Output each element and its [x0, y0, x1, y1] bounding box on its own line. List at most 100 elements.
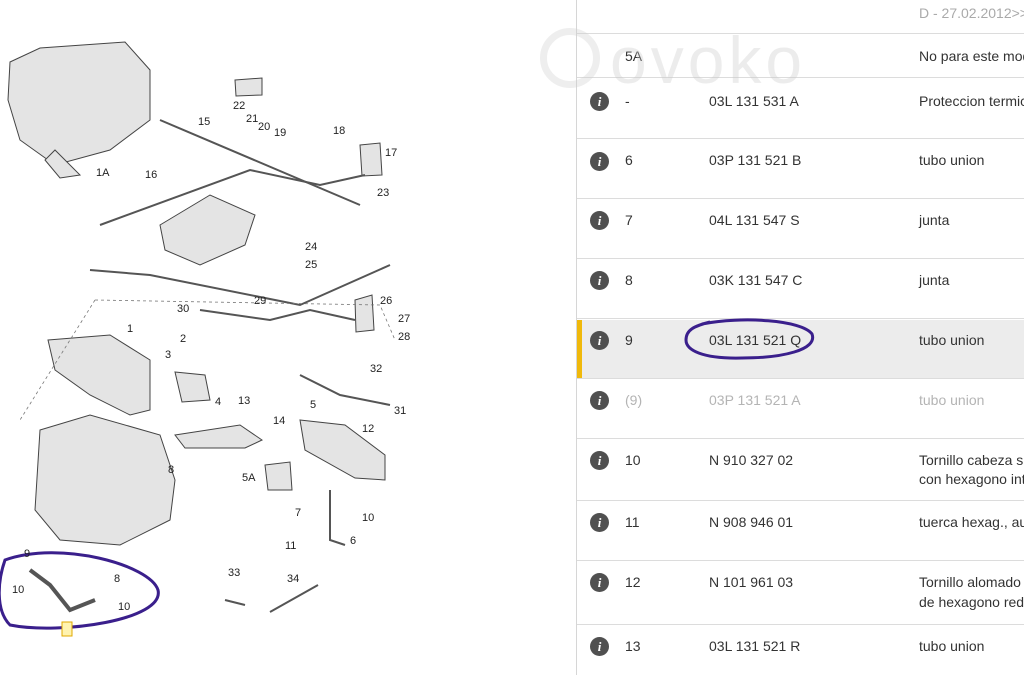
callout-5[interactable]: 5: [310, 399, 317, 411]
callout-19[interactable]: 19: [274, 127, 287, 139]
parts-diagram: 1A 22 21 20 19 18 17 23 15 16 24 25 26 2…: [0, 41, 411, 637]
table-row-selected[interactable]: i 9 03L 131 521 Q tubo union: [577, 318, 1024, 379]
row-description: Proteccion termic: [919, 93, 1024, 109]
callout-17[interactable]: 17: [385, 147, 398, 159]
callout-27[interactable]: 27: [398, 313, 411, 325]
callout-33[interactable]: 33: [228, 567, 241, 579]
callout-4[interactable]: 4: [215, 396, 222, 408]
callout-30[interactable]: 30: [177, 303, 190, 315]
callout-21[interactable]: 21: [246, 113, 259, 125]
info-icon[interactable]: i: [590, 513, 609, 532]
row-position: 7: [625, 212, 633, 228]
callout-8b[interactable]: 8: [114, 573, 121, 585]
table-row[interactable]: i 13 03L 131 521 R tubo union: [577, 626, 1024, 675]
annotation-circle-diagram: [0, 551, 160, 630]
row-description: tubo union: [919, 392, 985, 408]
callout-24[interactable]: 24: [305, 241, 318, 253]
row-description-line2: de hexagono red: [919, 594, 1024, 610]
row-part-number: N 910 327 02: [709, 452, 794, 468]
callout-15[interactable]: 15: [198, 116, 211, 128]
row-position: 8: [625, 272, 633, 288]
callout-2[interactable]: 2: [180, 333, 187, 345]
callout-1A[interactable]: 1A: [96, 167, 110, 179]
callout-8[interactable]: 8: [168, 464, 175, 476]
row-description: Tornillo alomado: [919, 574, 1021, 590]
row-part-number: N 908 946 01: [709, 514, 794, 530]
callout-10c[interactable]: 10: [118, 601, 131, 613]
info-icon[interactable]: i: [590, 331, 609, 350]
row-position: 12: [625, 574, 641, 590]
row-description-line2: con hexagono int: [919, 471, 1024, 487]
annotation-circle-partnumber: [684, 318, 815, 360]
table-row[interactable]: i 8 03K 131 547 C junta: [577, 260, 1024, 319]
callout-28[interactable]: 28: [398, 331, 411, 343]
callout-22[interactable]: 22: [233, 100, 246, 112]
callout-5A[interactable]: 5A: [242, 472, 256, 484]
callout-16[interactable]: 16: [145, 169, 158, 181]
row-description: junta: [919, 212, 950, 228]
row-position: 9: [625, 332, 633, 348]
engine-exploded-view: [0, 41, 396, 637]
row-description: tubo union: [919, 152, 985, 168]
callout-31[interactable]: 31: [394, 405, 407, 417]
info-icon[interactable]: i: [590, 451, 609, 470]
info-icon[interactable]: i: [590, 92, 609, 111]
row-description: tubo union: [919, 638, 985, 654]
info-icon[interactable]: i: [590, 211, 609, 230]
callout-29[interactable]: 29: [254, 295, 267, 307]
row-description: No para este mode: [919, 48, 1024, 64]
callout-3[interactable]: 3: [165, 349, 172, 361]
callout-32[interactable]: 32: [370, 363, 383, 375]
callout-11[interactable]: 11: [285, 540, 297, 552]
callout-12[interactable]: 12: [362, 423, 375, 435]
row-position: 10: [625, 452, 641, 468]
callout-23[interactable]: 23: [377, 187, 390, 199]
callout-6[interactable]: 6: [350, 535, 357, 547]
row-part-number: 03P 131 521 A: [709, 392, 801, 408]
row-description: tuerca hexag., au: [919, 514, 1024, 530]
row-part-number: 03L 131 521 R: [709, 638, 801, 654]
row-part-number: 04L 131 547 S: [709, 212, 800, 228]
callout-20[interactable]: 20: [258, 121, 271, 133]
callout-25[interactable]: 25: [305, 259, 318, 271]
row-position: 11: [625, 514, 640, 530]
column-divider: [576, 0, 577, 675]
row-description: junta: [919, 272, 950, 288]
parts-table: D - 27.02.2012>> 5A No para este mode i …: [577, 0, 1024, 675]
callout-18[interactable]: 18: [333, 125, 346, 137]
table-row[interactable]: 5A No para este mode: [577, 35, 1024, 78]
table-row[interactable]: i - 03L 131 531 A Proteccion termic: [577, 79, 1024, 139]
callout-14[interactable]: 14: [273, 415, 286, 427]
callout-1[interactable]: 1: [127, 323, 134, 335]
info-icon[interactable]: i: [590, 637, 609, 656]
table-row[interactable]: i 7 04L 131 547 S junta: [577, 200, 1024, 259]
row-position: -: [625, 93, 630, 109]
row-position: (9): [625, 392, 643, 408]
callout-10b[interactable]: 10: [12, 584, 25, 596]
selected-part-highlight: [61, 621, 73, 637]
info-icon[interactable]: i: [590, 391, 609, 410]
row-part-number: N 101 961 03: [709, 574, 794, 590]
row-position: 5A: [625, 48, 643, 64]
callout-34[interactable]: 34: [287, 573, 300, 585]
table-row[interactable]: i (9) 03P 131 521 A tubo union: [577, 380, 1024, 439]
row-part-number: 03K 131 547 C: [709, 272, 803, 288]
watermark-logo-icon: [540, 28, 600, 88]
callout-26[interactable]: 26: [380, 295, 393, 307]
table-row[interactable]: i 10 N 910 327 02 Tornillo cabeza s con …: [577, 440, 1024, 501]
row-part-number: 03L 131 531 A: [709, 93, 799, 109]
table-row[interactable]: i 11 N 908 946 01 tuerca hexag., au: [577, 502, 1024, 561]
row-description: Tornillo cabeza s: [919, 452, 1024, 468]
info-icon[interactable]: i: [590, 152, 609, 171]
callout-10[interactable]: 10: [362, 512, 375, 524]
callout-7[interactable]: 7: [295, 507, 302, 519]
info-icon[interactable]: i: [590, 271, 609, 290]
table-row[interactable]: i 12 N 101 961 03 Tornillo alomado de he…: [577, 562, 1024, 625]
selection-marker: [577, 320, 582, 378]
info-icon[interactable]: i: [590, 573, 609, 592]
table-row[interactable]: i 6 03P 131 521 B tubo union: [577, 140, 1024, 199]
callout-9[interactable]: 9: [24, 548, 31, 560]
callout-13[interactable]: 13: [238, 395, 251, 407]
date-header: D - 27.02.2012>>: [577, 0, 1024, 34]
date-range-label: D - 27.02.2012>>: [919, 5, 1024, 21]
